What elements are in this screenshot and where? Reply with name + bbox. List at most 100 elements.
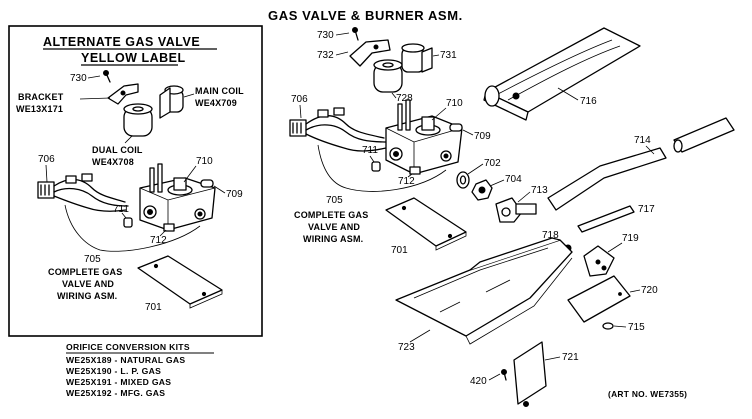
inset-dual-coil-part: WE4X708 bbox=[92, 157, 134, 167]
leader-709 bbox=[462, 129, 474, 136]
leader-713 bbox=[517, 191, 531, 203]
main-complete-line2: VALVE AND bbox=[308, 222, 360, 232]
inset-complete-line3: WIRING ASM. bbox=[57, 291, 117, 301]
igniter-717-icon bbox=[577, 205, 635, 233]
art-number: (ART NO. WE7355) bbox=[608, 389, 687, 399]
inset-leader-710 bbox=[183, 165, 197, 183]
screw-715-icon bbox=[602, 322, 614, 330]
orifice-702-icon bbox=[456, 171, 470, 189]
callout-717: 717 bbox=[638, 204, 655, 215]
leader-719 bbox=[607, 242, 623, 253]
callout-732: 732 bbox=[317, 50, 334, 61]
inset-leader-730 bbox=[87, 75, 101, 79]
callout-721: 721 bbox=[562, 352, 579, 363]
leader-731 bbox=[432, 54, 440, 57]
callout-710: 710 bbox=[446, 98, 463, 109]
callout-704: 704 bbox=[505, 174, 522, 185]
callout-728: 728 bbox=[396, 93, 413, 104]
inset-subheading: YELLOW LABEL bbox=[81, 51, 186, 65]
callout-713: 713 bbox=[531, 185, 548, 196]
callout-702: 702 bbox=[484, 158, 501, 169]
orifice-kit-row: WE25X190 - L. P. GAS bbox=[66, 366, 161, 376]
inset-leader-dual-coil bbox=[124, 135, 133, 144]
inset-screw-icon bbox=[103, 70, 111, 83]
inset-leader-709 bbox=[213, 185, 226, 194]
inset-filter-icon bbox=[200, 179, 214, 188]
callout-731: 731 bbox=[440, 50, 457, 61]
inset-spring-icon bbox=[123, 217, 133, 228]
leader-702 bbox=[467, 163, 484, 175]
callout-705: 705 bbox=[326, 195, 343, 206]
inset-callout-706: 706 bbox=[38, 154, 55, 165]
leader-712 bbox=[407, 173, 413, 178]
inset-leader-711 bbox=[121, 212, 127, 219]
inset-callout-705: 705 bbox=[84, 254, 101, 265]
callout-709: 709 bbox=[474, 131, 491, 142]
callout-714: 714 bbox=[634, 135, 651, 146]
spring-711-icon bbox=[371, 161, 381, 172]
inset-callout-710: 710 bbox=[196, 156, 213, 167]
leader-730 bbox=[335, 32, 350, 36]
main-complete-line1: COMPLETE GAS bbox=[294, 210, 368, 220]
leader-706 bbox=[299, 104, 302, 119]
main-coil-731-icon bbox=[401, 43, 433, 73]
orifice-kits-heading: ORIFICE CONVERSION KITS bbox=[66, 342, 190, 352]
leader-704 bbox=[489, 179, 505, 187]
inset-callout-701: 701 bbox=[145, 302, 162, 313]
valve-body-712-icon bbox=[385, 99, 463, 175]
callout-716: 716 bbox=[580, 96, 597, 107]
orifice-kits-table: ORIFICE CONVERSION KITS WE25X189 - NATUR… bbox=[66, 342, 214, 398]
orifice-kit-row: WE25X192 - MFG. GAS bbox=[66, 388, 165, 398]
shutter-719-icon bbox=[583, 245, 615, 277]
burner-bracket-723-icon bbox=[395, 237, 573, 345]
cover-721-icon bbox=[513, 341, 547, 407]
callout-712: 712 bbox=[398, 176, 415, 187]
callout-730: 730 bbox=[317, 30, 334, 41]
callout-711: 711 bbox=[362, 145, 378, 156]
elbow-713-icon bbox=[495, 197, 537, 223]
leader-710 bbox=[431, 107, 447, 121]
callout-706: 706 bbox=[291, 94, 308, 105]
leader-721 bbox=[544, 356, 561, 361]
inset-dual-coil-label: DUAL COIL bbox=[92, 145, 143, 155]
screw-420-icon bbox=[501, 369, 507, 381]
inset-main-coil-part: WE4X709 bbox=[195, 98, 237, 108]
inset-dual-coil-icon bbox=[123, 103, 153, 137]
callout-723: 723 bbox=[398, 342, 415, 353]
brace-705 bbox=[317, 144, 447, 192]
dual-coil-728-icon bbox=[373, 59, 403, 93]
callout-718: 718 bbox=[542, 230, 559, 241]
inset-complete-line1: COMPLETE GAS bbox=[48, 267, 122, 277]
inset-mounting-plate-icon bbox=[137, 255, 223, 309]
bracket-732-icon bbox=[349, 39, 391, 67]
leader-716 bbox=[557, 87, 579, 101]
diagram-title: GAS VALVE & BURNER ASM. bbox=[268, 8, 463, 23]
gas-tube-714-icon bbox=[547, 117, 735, 211]
burner-716-icon bbox=[483, 27, 641, 121]
leader-723 bbox=[409, 329, 431, 343]
inset-callout-709: 709 bbox=[226, 189, 243, 200]
callout-420: 420 bbox=[470, 376, 487, 387]
callout-715: 715 bbox=[628, 322, 645, 333]
nut-704-icon bbox=[471, 179, 493, 201]
inset-heading: ALTERNATE GAS VALVE bbox=[43, 35, 200, 49]
inset-bracket-part: WE13X171 bbox=[16, 104, 63, 114]
inset-callout-711: 711 bbox=[113, 204, 129, 215]
inset-leader-706 bbox=[45, 164, 48, 183]
leader-720 bbox=[629, 289, 641, 293]
inset-bracket-label: BRACKET bbox=[18, 92, 64, 102]
leader-711 bbox=[369, 155, 375, 163]
inset-frame bbox=[8, 25, 263, 337]
callout-701: 701 bbox=[391, 245, 408, 256]
inset-wire-harness-icon bbox=[37, 173, 129, 212]
inset-main-coil-label: MAIN COIL bbox=[195, 86, 244, 96]
callout-719: 719 bbox=[622, 233, 639, 244]
inset-complete-line2: VALVE AND bbox=[62, 279, 114, 289]
inset-leader-main-coil bbox=[183, 93, 195, 98]
callout-720: 720 bbox=[641, 285, 658, 296]
main-complete-line3: WIRING ASM. bbox=[303, 234, 363, 244]
leader-420 bbox=[488, 373, 501, 381]
shield-720-icon bbox=[567, 275, 631, 323]
inset-valve-body-icon bbox=[139, 163, 216, 232]
